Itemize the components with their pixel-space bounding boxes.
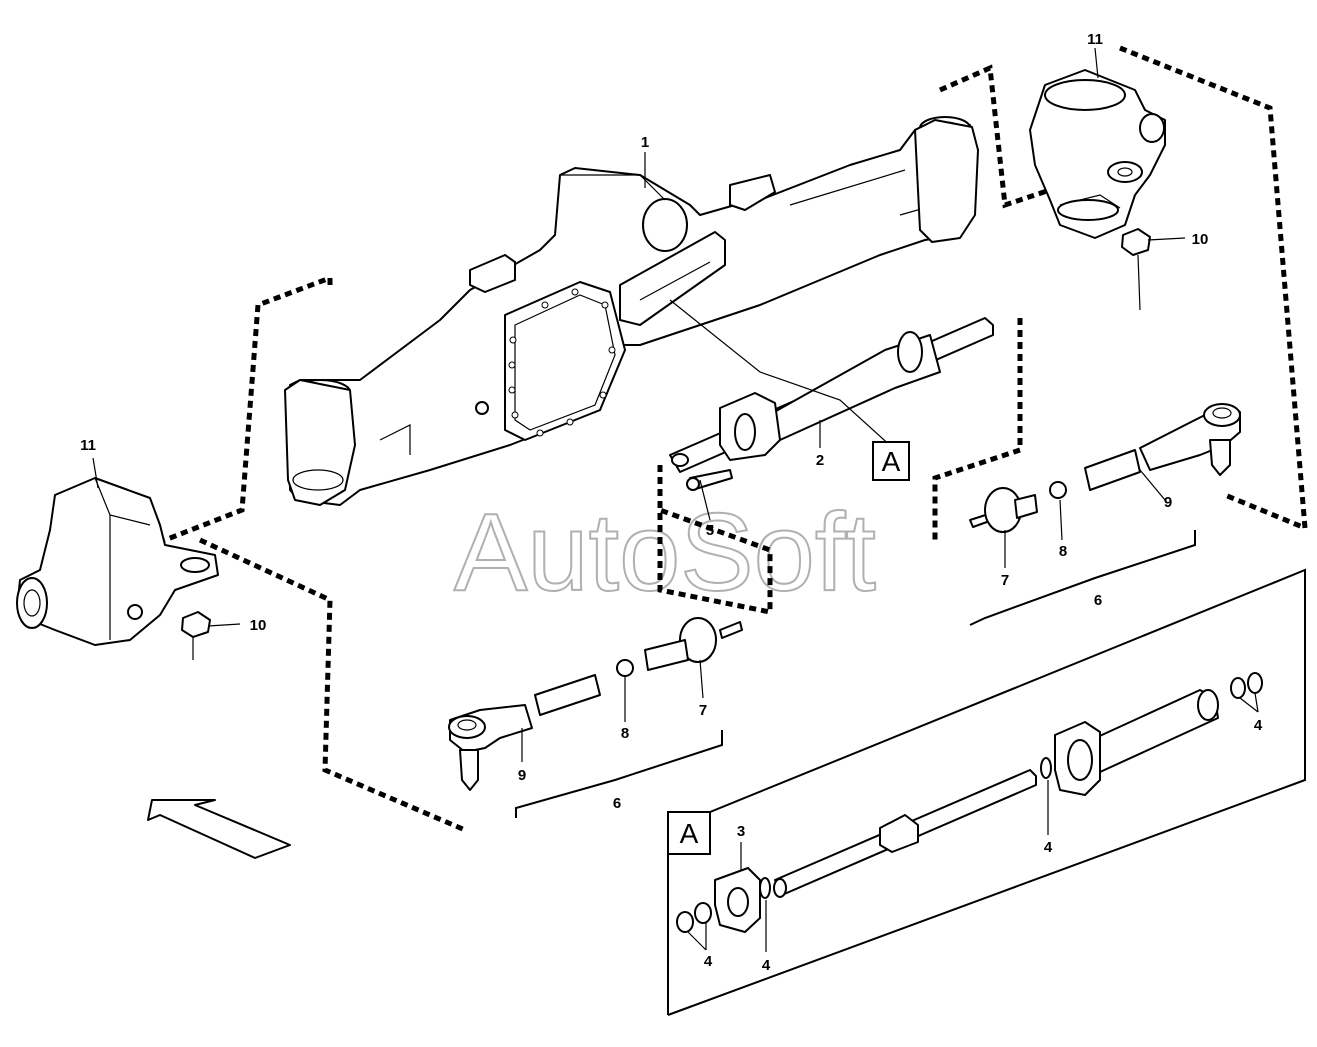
callouts: 1 2 5 7 8 9 6 7 8 9 6 10 10 11 11 3 4 4 …: [80, 31, 1263, 974]
steering-knuckle-right-icon: [1029, 69, 1166, 239]
dash-left-upper: [164, 274, 333, 543]
leader-lines: [92, 47, 1259, 952]
callout-11-right: 11: [1087, 31, 1103, 48]
callout-10-right: 10: [1192, 231, 1209, 248]
nut-right-icon: [1121, 228, 1151, 311]
dash-right-upper: [938, 64, 1081, 209]
dash-cylinder-left: [657, 465, 773, 616]
callout-6-right: 6: [1094, 592, 1102, 609]
callout-9-right: 9: [1164, 494, 1172, 511]
tie-rod-right-icon: [969, 403, 1241, 533]
callout-4-cap: 4: [762, 957, 771, 974]
detail-a-label: A: [680, 818, 699, 849]
callout-2: 2: [816, 452, 824, 469]
callout-8-right: 8: [1059, 543, 1067, 560]
callout-5: 5: [706, 522, 714, 539]
detail-a-label-box: [667, 811, 711, 855]
assembly-dashed-lines: [164, 45, 1308, 833]
steering-cylinder-icon: [669, 317, 994, 491]
callout-6-left: 6: [613, 795, 621, 812]
brace-group-6-right: [969, 530, 1196, 626]
callout-1: 1: [641, 134, 649, 151]
dash-left-lower: [198, 537, 466, 833]
brace-group-6-left: [515, 730, 723, 818]
detail-view-a: A: [667, 568, 1306, 1016]
callout-7-left: 7: [699, 702, 707, 719]
axle-beam-icon: [284, 116, 979, 506]
callout-9-left: 9: [518, 767, 526, 784]
flow-direction-arrow-icon: [147, 799, 291, 859]
callout-4-mid: 4: [1044, 839, 1053, 856]
dash-right-lower: [1119, 45, 1308, 532]
callout-4-rings-left: 4: [704, 953, 713, 970]
callout-11-left: 11: [80, 437, 96, 454]
detail-a-reference-box: [872, 441, 910, 481]
callout-8-left: 8: [621, 725, 629, 742]
dash-cylinder-right: [932, 318, 1023, 540]
nut-left-icon: [181, 611, 211, 660]
callout-3: 3: [737, 823, 745, 840]
detail-a-reference-label: A: [882, 446, 901, 477]
steering-knuckle-left-icon: [16, 477, 219, 646]
callout-7-right: 7: [1001, 572, 1009, 589]
callout-10-left: 10: [250, 617, 267, 634]
callout-4-rings-right: 4: [1254, 717, 1263, 734]
tie-rod-left-icon: [448, 617, 743, 791]
